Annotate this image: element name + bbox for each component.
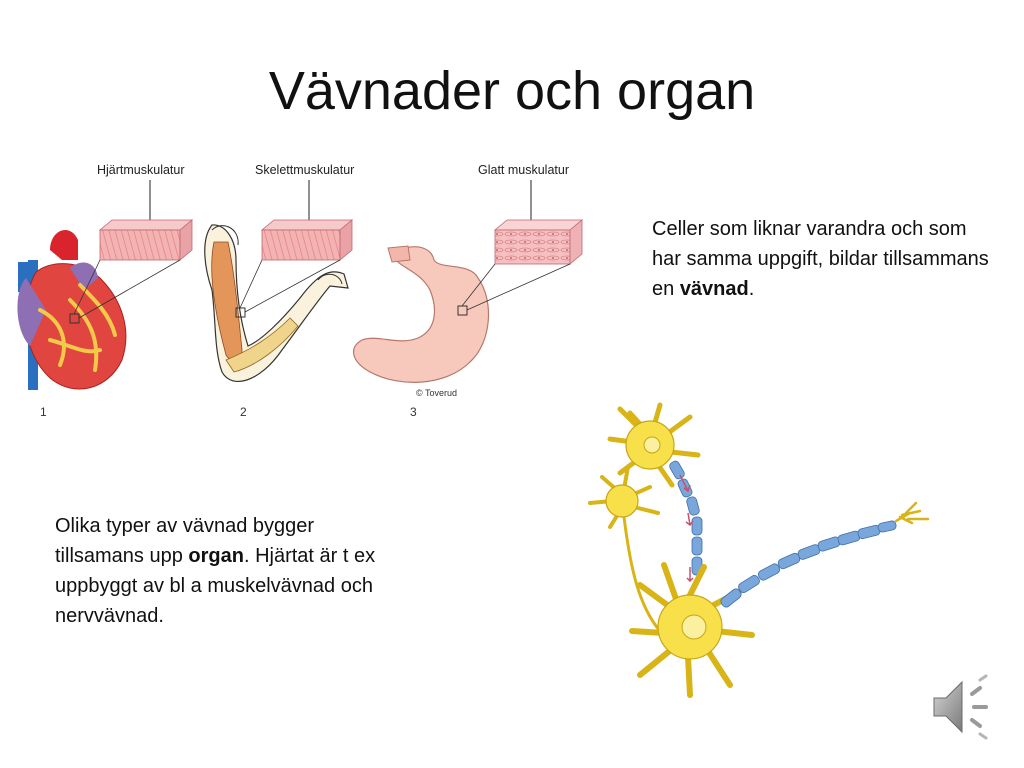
label-smooth-muscle: Glatt muskulatur <box>478 163 569 177</box>
arm-illustration <box>204 224 349 382</box>
heart-muscle-block <box>98 219 194 261</box>
skeletal-muscle-block <box>260 219 354 261</box>
label-heart-muscle: Hjärtmuskulatur <box>97 163 185 177</box>
stomach-illustration <box>353 245 571 383</box>
smooth-muscle-block <box>493 219 584 265</box>
label-skeletal-muscle: Skelettmuskulatur <box>255 163 354 177</box>
tissue-term: vävnad <box>679 278 749 300</box>
upper-neuron <box>607 402 701 488</box>
figure-number-3: 3 <box>410 405 417 419</box>
main-neuron <box>629 562 755 698</box>
image-credit: © Toverud <box>416 388 457 398</box>
tissue-definition-text: Celler som liknar varandra och som har s… <box>652 214 992 304</box>
neuron-illustration <box>588 402 930 698</box>
heart-illustration <box>17 229 181 390</box>
muscle-tissue-figure: Hjärtmuskulatur Skelettmuskulatur Glatt … <box>17 163 584 419</box>
organ-term: organ <box>188 545 244 567</box>
organ-text-part-2: . Hjärtat är t ex uppbyggt av bl a muske… <box>55 545 376 627</box>
figure-number-2: 2 <box>240 405 247 419</box>
organ-text-part-1: Olika typer av vävnad bygger tillsamans … <box>55 515 315 567</box>
tissue-text-part-1: Celler som liknar varandra och som har s… <box>652 218 989 300</box>
slide-title: Vävnader och organ <box>268 61 756 121</box>
middle-neuron <box>588 465 662 632</box>
main-axon <box>720 520 897 608</box>
figure-number-1: 1 <box>40 405 47 419</box>
tissue-text-part-2: . <box>748 278 755 300</box>
speaker-icon[interactable] <box>928 672 1000 742</box>
organ-definition-text: Olika typer av vävnad bygger tillsamans … <box>55 511 395 631</box>
upper-axon <box>669 460 703 576</box>
